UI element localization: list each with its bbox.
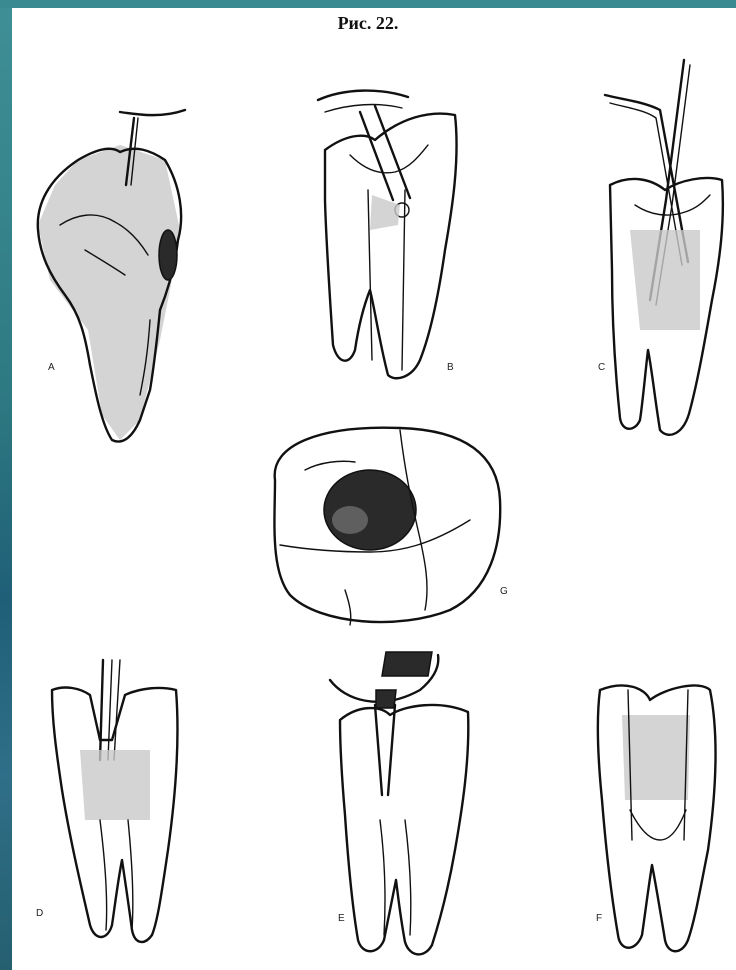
tooth-f	[598, 685, 716, 951]
label-b: B	[447, 362, 454, 373]
label-g: G	[500, 586, 508, 597]
label-f: F	[596, 913, 602, 924]
tooth-c	[605, 60, 723, 435]
tooth-a	[38, 110, 185, 442]
tooth-g-occlusal	[274, 428, 500, 625]
tooth-e	[330, 652, 468, 954]
tooth-b	[318, 91, 457, 379]
label-e: E	[338, 913, 345, 924]
tooth-d	[52, 660, 177, 942]
label-d: D	[36, 908, 43, 919]
label-c: C	[598, 362, 605, 373]
label-a: A	[48, 362, 55, 373]
